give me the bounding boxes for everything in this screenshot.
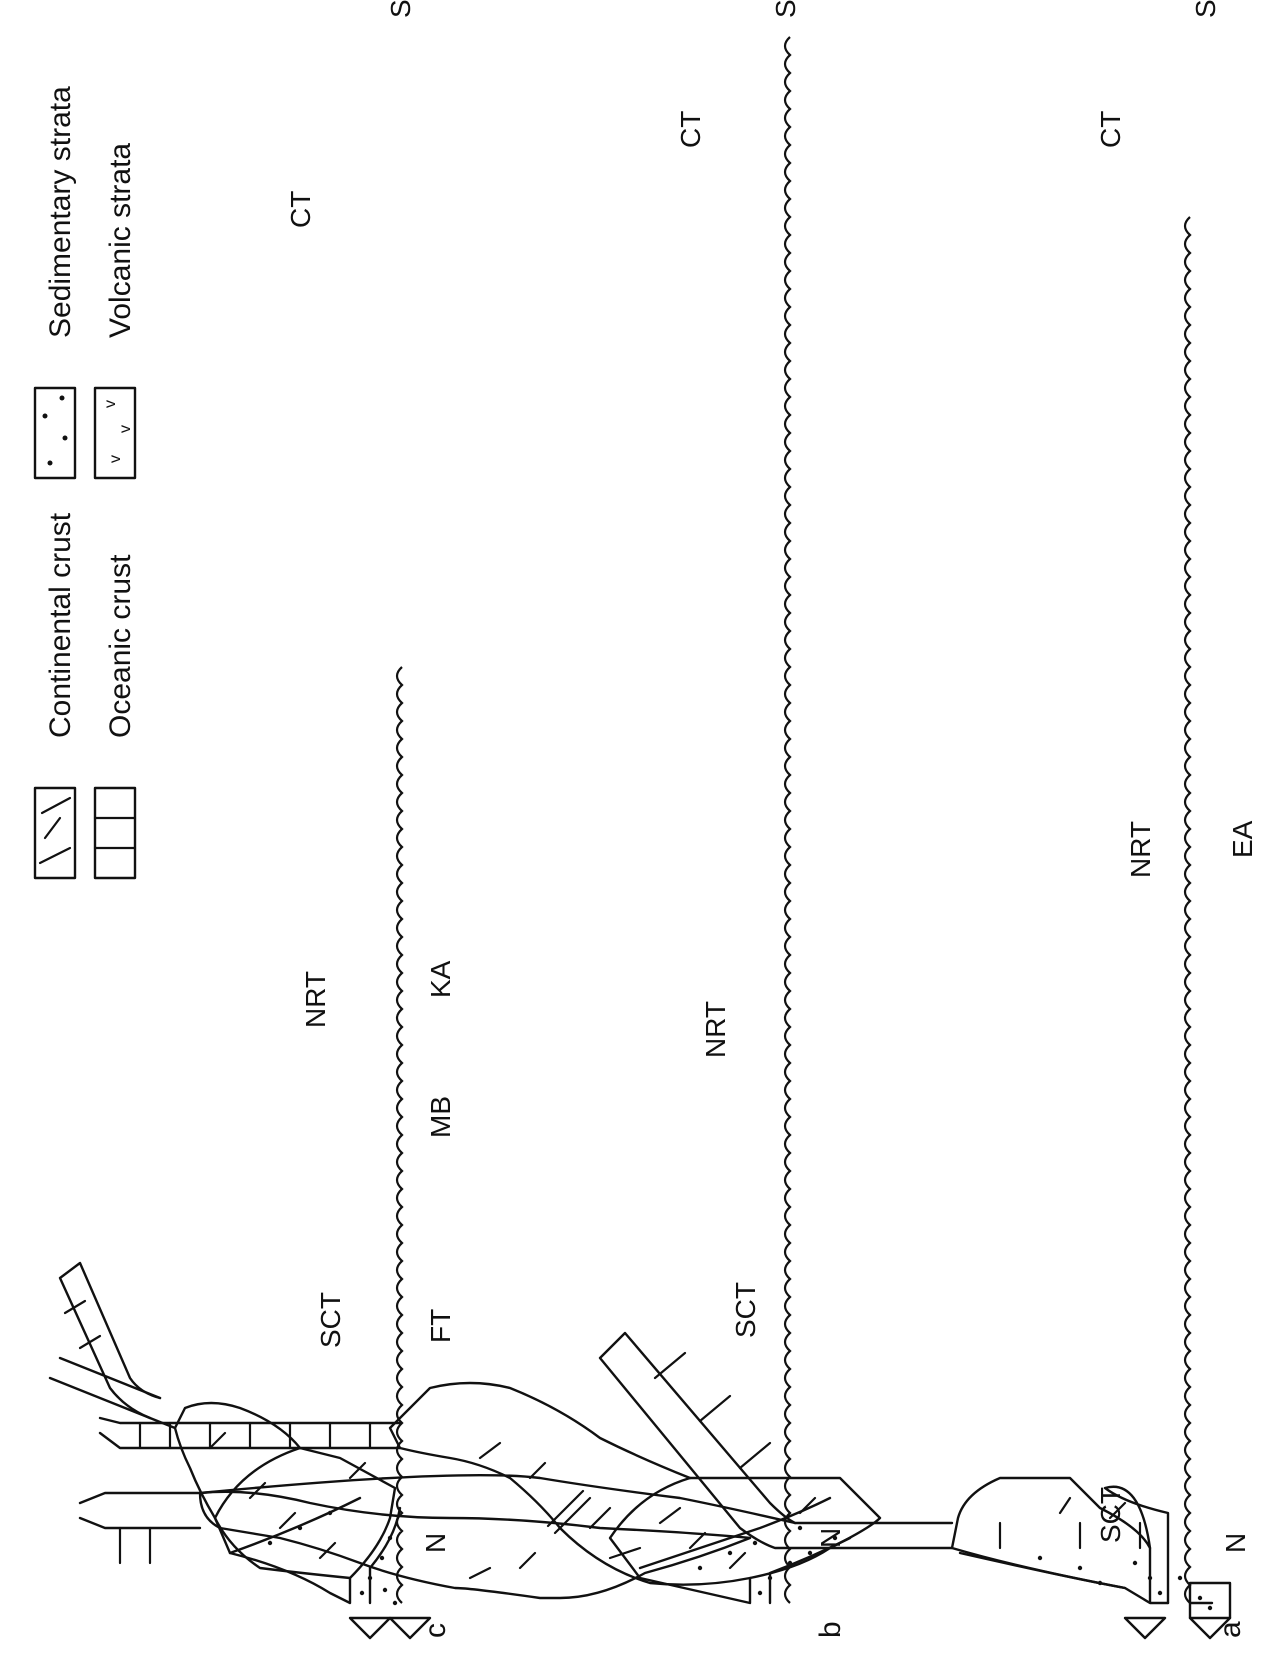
sediment-dot xyxy=(753,1541,757,1545)
panel-a-volcanic-pocket xyxy=(1190,1583,1230,1618)
panel-b-sct-label: SCT xyxy=(730,1282,761,1338)
panel-b-fractures xyxy=(480,1443,815,1568)
panel-c-ocean-ribbon xyxy=(50,1358,160,1418)
panel-a-nrt-label: NRT xyxy=(1125,821,1156,878)
panel-b-surface-wave xyxy=(785,37,790,1603)
panel-c-volcano-ka xyxy=(350,1618,390,1638)
panel-a-ea-label: EA xyxy=(1227,820,1258,858)
sediment-dot xyxy=(383,1588,387,1592)
panel-c-ka-label: KA xyxy=(425,960,456,998)
panel-a-sct-block xyxy=(952,1478,1168,1603)
panel-c-slab-segments xyxy=(65,1301,100,1348)
panel-b-ct-label: CT xyxy=(675,111,706,148)
panel-c-letter: c xyxy=(419,1623,452,1638)
sediment-dot xyxy=(368,1576,372,1580)
panel-b-nrt-label: NRT xyxy=(700,1001,731,1058)
sediment-dot xyxy=(268,1541,272,1545)
panel-a-volcano-2 xyxy=(1125,1618,1165,1638)
sediment-dot xyxy=(1148,1576,1152,1580)
sediment-dot xyxy=(328,1511,332,1515)
panel-a xyxy=(80,217,1230,1638)
svg-text:v: v xyxy=(117,425,134,433)
panel-b-south: S xyxy=(770,0,801,18)
panel-c-south: S xyxy=(385,0,416,18)
panel-b-north: N xyxy=(815,1528,846,1548)
panel-c-mb-label: MB xyxy=(425,1096,456,1138)
legend-oceanic-crust-label: Oceanic crust xyxy=(104,554,137,738)
sediment-dot xyxy=(1038,1556,1042,1560)
panel-c-sct-label: SCT xyxy=(315,1292,346,1348)
panel-b xyxy=(100,37,880,1603)
sediment-dot xyxy=(388,1536,392,1540)
legend-volcanic-strata-swatch: v v v xyxy=(95,388,135,478)
sediment-dot xyxy=(1158,1591,1162,1595)
panel-a-ocean-ribbon xyxy=(80,1493,200,1528)
panel-a-sct-label: SCT xyxy=(1095,1487,1126,1543)
panel-c-nrt-block xyxy=(175,1403,350,1578)
panel-labels: a b c N S N S N S SCT NRT CT EA SCT NRT … xyxy=(285,0,1258,1638)
sediment-dot xyxy=(768,1576,772,1580)
panel-c-ocean-slab xyxy=(60,1263,175,1428)
sediment-dot xyxy=(1133,1561,1137,1565)
sediment-dot xyxy=(788,1561,792,1565)
sediment-dot xyxy=(728,1551,732,1555)
sediment-dot xyxy=(1208,1606,1212,1610)
sediment-dot xyxy=(393,1601,397,1605)
sediment-dot xyxy=(1098,1581,1102,1585)
legend-continental-crust-swatch xyxy=(35,788,75,878)
sediment-dot xyxy=(1198,1596,1202,1600)
panel-c-surface-wave xyxy=(397,667,402,1603)
legend: Oceanic crust Continental crust v v v Vo… xyxy=(35,86,137,878)
sediment-dot xyxy=(808,1551,812,1555)
svg-text:v: v xyxy=(107,455,124,463)
svg-text:v: v xyxy=(102,400,119,408)
panel-a-slab-segments xyxy=(655,1353,1140,1548)
panel-a-oceanic-slab xyxy=(600,1333,952,1548)
panel-a-surface-wave xyxy=(1185,217,1190,1603)
panel-a-sediment-wedge xyxy=(960,1487,1168,1603)
sediment-dot xyxy=(298,1526,302,1530)
sediment-dot xyxy=(360,1591,364,1595)
panel-c-ct-label: CT xyxy=(285,191,316,228)
sediment-dots xyxy=(268,1511,1212,1610)
panel-a-south: S xyxy=(1190,0,1221,18)
panel-a-north: N xyxy=(1220,1533,1251,1553)
panel-a-ribbon-segments xyxy=(120,1528,150,1563)
legend-sedimentary-strata-swatch xyxy=(35,388,75,478)
panel-a-fractures xyxy=(470,1498,1125,1578)
sediment-dot xyxy=(1078,1566,1082,1570)
panel-c-ft-label: FT xyxy=(425,1309,456,1343)
panel-c-sct-block xyxy=(215,1448,395,1603)
sediment-dot xyxy=(698,1566,702,1570)
panel-c-north: N xyxy=(420,1533,451,1553)
sediment-dot xyxy=(798,1526,802,1530)
panel-a-letter: a xyxy=(1214,1621,1247,1638)
legend-volcanic-strata-label: Volcanic strata xyxy=(104,143,137,338)
panel-c-nrt-label: NRT xyxy=(300,971,331,1028)
sediment-dot xyxy=(758,1591,762,1595)
legend-oceanic-crust-swatch xyxy=(95,788,135,878)
legend-sedimentary-strata-label: Sedimentary strata xyxy=(44,86,77,338)
panel-b-letter: b xyxy=(814,1621,847,1638)
panel-a-ct-label: CT xyxy=(1095,111,1126,148)
sediment-dot xyxy=(380,1556,384,1560)
legend-continental-crust-label: Continental crust xyxy=(44,512,77,738)
panel-a-nrt-block xyxy=(200,1492,750,1598)
sediment-dot xyxy=(1178,1576,1182,1580)
